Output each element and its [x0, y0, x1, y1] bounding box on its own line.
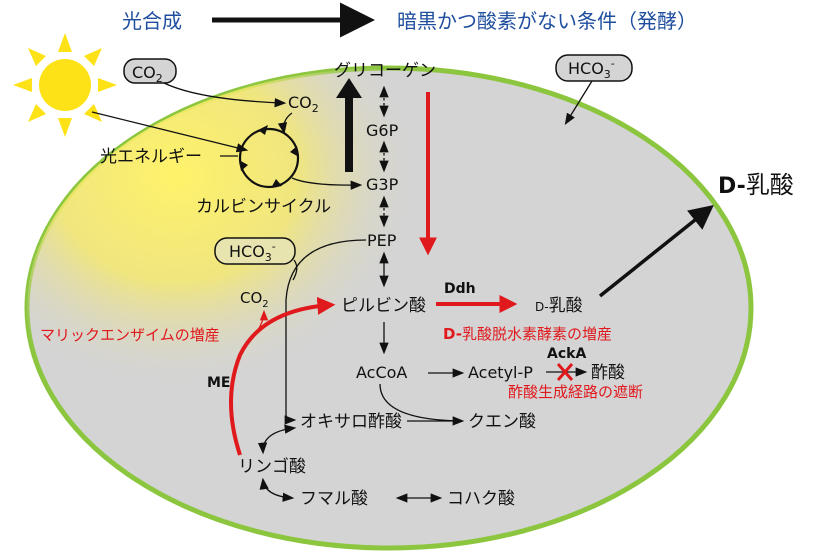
acetylp-label: Acetyl-P: [468, 363, 533, 382]
light-glow: [27, 68, 420, 390]
hco3-outside-label: HCO3-: [568, 57, 615, 81]
calvin-cycle-arrowheads: [239, 125, 299, 188]
light-energy-label: 光エネルギー: [100, 147, 202, 167]
pep-label: PEP: [367, 231, 397, 250]
co2-me-label: CO2: [240, 289, 269, 310]
d-lactate-product-label: D-乳酸: [718, 171, 794, 199]
acetate-label: 酢酸: [591, 363, 625, 383]
light-energy-arrow: [91, 111, 249, 153]
g3p-label: G3P: [366, 175, 399, 194]
ddh-increase-annotation: D-乳酸脱水素酵素の増産: [443, 325, 612, 343]
d-lactate-label: D-乳酸: [535, 296, 583, 316]
me-increase-annotation: マリックエンザイムの増産: [40, 326, 220, 344]
malate-fumarate-arrow: [259, 477, 295, 502]
succinate-label: コハク酸: [447, 489, 515, 509]
co2-outside-label: CO2: [132, 63, 163, 85]
sun-icon: [13, 33, 117, 137]
co2-fixed-label: CO2: [288, 93, 319, 115]
ddh-enzyme-label: Ddh: [444, 281, 476, 297]
acka-enzyme-label: AckA: [547, 346, 586, 362]
fumarate-label: フマル酸: [300, 489, 368, 509]
hco3-uptake-arrow: [564, 80, 593, 125]
fermentation-condition-label: 暗黒かつ酸素がない条件（発酵）: [397, 9, 697, 33]
accoa-label: AcCoA: [356, 363, 407, 382]
malate-label: リンゴ酸: [238, 456, 306, 477]
co2-uptake-arrow: [163, 82, 287, 108]
acetate-block-annotation: 酢酸生成経路の遮断: [508, 383, 643, 401]
co2-to-cycle-arrow: [277, 112, 293, 135]
pep-oxaloacetate-arrow: [284, 239, 367, 425]
pyruvate-label: ピルビン酸: [341, 296, 426, 316]
cycle-to-g3p-arrow: [291, 177, 363, 190]
d-lactate-export-arrow: [598, 204, 714, 298]
calvin-cycle-label: カルビンサイクル: [196, 197, 331, 217]
photosynthesis-label: 光合成: [122, 9, 182, 33]
hco3-inside-box: [214, 237, 296, 265]
oxaloacetate-malate-arrow: [257, 424, 297, 455]
g6p-label: G6P: [366, 121, 399, 140]
malic-enzyme-arrow: [229, 296, 336, 456]
glycogen-label: グリコーゲン: [334, 61, 436, 81]
oxaloacetate-label: オキサロ酢酸: [300, 412, 402, 432]
citrate-label: クエン酸: [468, 412, 536, 432]
co2-outside-box: [123, 58, 177, 84]
glycogen-synthesis-arrowhead: [336, 78, 362, 98]
blocked-x-icon: [556, 363, 574, 381]
calvin-cycle-icon: [238, 127, 300, 189]
hco3-fixation-connector: [292, 259, 298, 281]
hco3-inside-label: HCO3-: [229, 240, 276, 264]
co2-release-arrow: [257, 309, 269, 331]
me-enzyme-label: ME: [207, 375, 231, 391]
hco3-outside-box: [555, 54, 633, 82]
